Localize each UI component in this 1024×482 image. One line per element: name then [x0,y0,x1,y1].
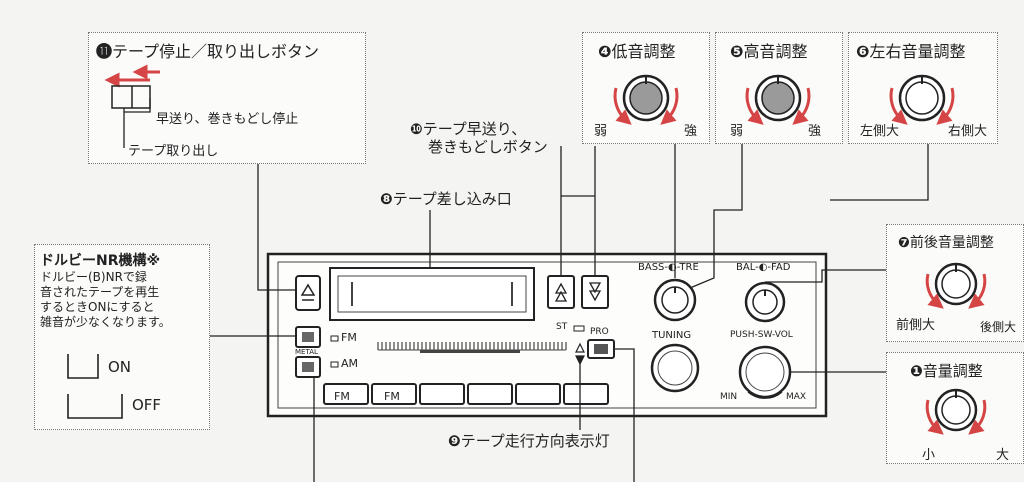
label-7-text: 前後音量調整 [909,235,994,251]
label-8-text: テープ差し込み口 [392,190,512,208]
number-4: ❹ [598,42,612,61]
number-8: ❽ [380,190,393,208]
preset-button[interactable] [371,383,417,405]
label-4-text: 低音調整 [611,42,676,61]
number-5: ❺ [730,42,744,61]
volume-callout-knob [925,388,987,435]
ff-rew-buttons[interactable] [547,275,609,309]
metal-button[interactable] [295,356,321,378]
label-11-text: テープ停止／取り出しボタン [112,42,320,61]
label-tape-direction: ❾テープ走行方向表示灯 [448,430,610,451]
label-10-line1: テープ早送り、 [422,120,527,138]
preset-button[interactable] [419,383,465,405]
panel-fm-label: FM [341,331,357,344]
label-fader: ❼前後音量調整 [898,232,994,252]
fm-indicator [330,335,339,342]
dolby-switch-diagram [67,354,123,419]
panel-max-label: MAX [786,392,807,402]
volume-knob[interactable] [738,345,792,399]
label-eject: テープ取り出し [128,144,219,159]
number-6: ❻ [856,42,870,61]
panel-bass-tre-label: BASS-◐-TRE [638,262,699,273]
number-7: ❼ [898,235,910,251]
label-1-text: 音量調整 [922,362,983,380]
panel-metal-label: METAL [295,348,318,356]
tape-direction-indicator [575,342,585,366]
preset-button[interactable] [323,383,369,405]
label-dolby-title: ドルビーNR機構※ [40,253,161,269]
eject-button[interactable] [295,275,321,311]
label-dolby-on: ON [108,358,132,376]
number-1: ❶ [910,362,923,380]
treble-callout-knob [745,74,811,125]
label-volume: ❶音量調整 [910,360,983,381]
bass-treble-knob[interactable] [653,278,697,322]
label-volume-high: 大 [996,448,1010,463]
label-bass-weak: 弱 [594,124,608,139]
label-tape-slot: ❽テープ差し込み口 [380,188,512,209]
panel-push-vol-label: PUSH-SW-VOL [730,330,793,340]
balance-callout-knob [889,74,955,125]
preset-1-label: FM [334,390,350,403]
leader-lines [210,144,929,482]
dolby-button[interactable] [295,326,321,348]
label-balance: ❻左右音量調整 [856,38,966,62]
panel-pro-label: PRO [590,327,609,337]
label-9-text: テープ走行方向表示灯 [460,432,610,450]
dolby-desc-line3: するときONにすると [40,300,155,314]
fader-callout-knob [925,262,987,309]
panel-tuning-label: TUNING [652,330,692,341]
label-fader-rear: 後側大 [980,320,1017,334]
label-10-line2: 巻きもどしボタン [428,138,548,156]
am-indicator [330,361,339,368]
number-9: ❾ [448,432,461,450]
label-treble-weak: 弱 [730,124,744,139]
preset-button[interactable] [467,383,513,405]
tuning-scale [377,342,567,353]
panel-min-label: MIN [720,392,738,402]
label-bass: ❹低音調整 [598,38,676,62]
balance-fader-knob[interactable] [744,281,786,323]
dolby-desc-line1: ドルビー(B)NRで録 [40,270,147,284]
callout-box-stop-eject [88,32,366,164]
panel-bal-fad-label: BAL-◐-FAD [736,262,791,273]
tape-slot [329,267,535,321]
number-11: ⓫ [96,42,113,61]
preset-button[interactable] [515,383,561,405]
label-treble: ❺高音調整 [730,38,808,62]
callout-knobs [613,74,987,435]
pro-button[interactable] [587,339,615,359]
label-balance-right: 右側大 [948,124,988,139]
label-ff-rew: ❿テープ早送り、 [410,118,526,139]
panel-st-label: ST [556,322,568,332]
preset-button[interactable] [563,383,609,405]
label-6-text: 左右音量調整 [869,42,966,61]
bass-callout-knob [613,74,679,125]
label-balance-left: 左側大 [860,124,900,139]
preset-2-label: FM [384,390,400,403]
label-treble-strong: 強 [808,124,822,139]
label-dolby-off: OFF [132,396,162,414]
label-bass-strong: 強 [684,124,698,139]
label-ff-stop: 早送り、巻きもどし停止 [156,112,299,127]
callout-box-dolby [34,244,210,430]
number-10: ❿ [410,120,423,138]
panel-am-label: AM [341,357,359,370]
label-5-text: 高音調整 [743,42,808,61]
dolby-desc-line4: 雑音が少なくなります。 [40,315,171,329]
dolby-desc-line2: 音されたテープを再生 [40,285,160,299]
label-stop-eject: ⓫テープ停止／取り出しボタン [96,38,319,62]
tuning-knob[interactable] [650,343,700,393]
stop-eject-diagram [104,64,160,148]
label-dolby-desc: ドルビー(B)NRで録 音されたテープを再生 するときONにすると 雑音が少なく… [40,270,171,330]
st-indicator [573,325,585,332]
label-fader-front: 前側大 [896,318,936,333]
preset-buttons[interactable] [323,383,609,405]
label-volume-low: 小 [922,448,936,463]
